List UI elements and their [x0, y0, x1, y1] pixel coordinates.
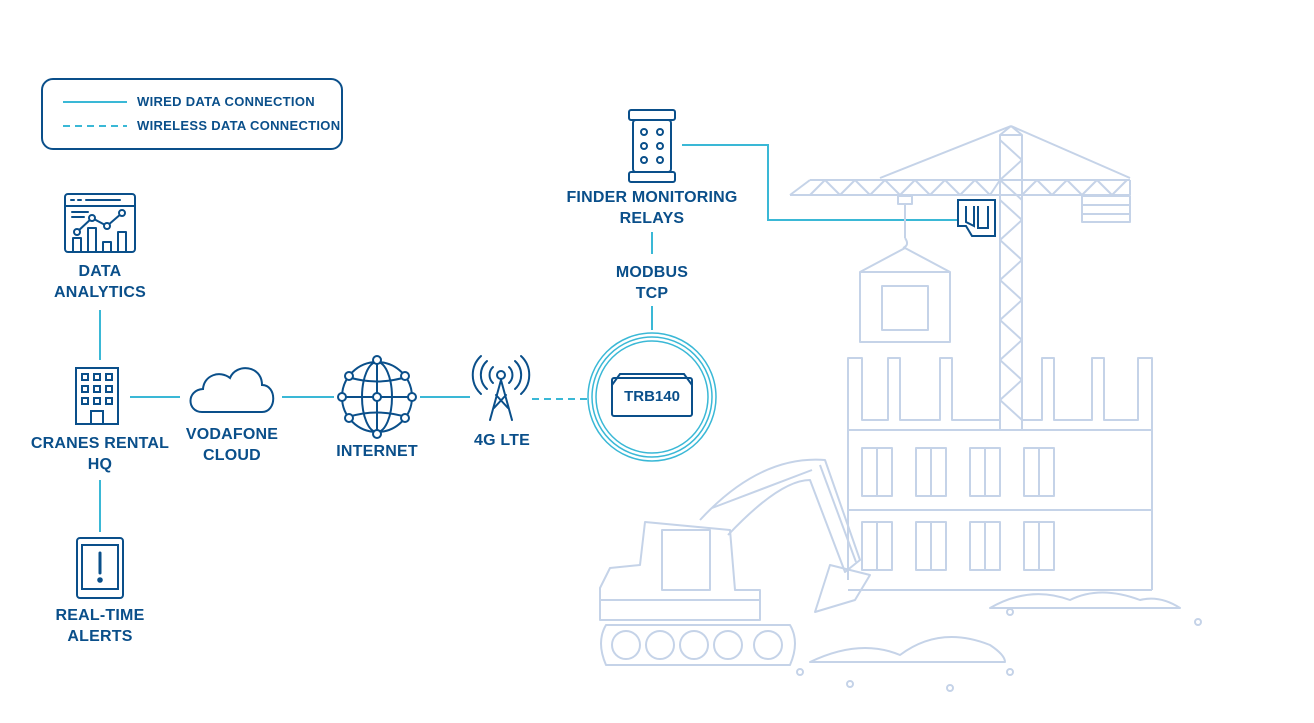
- internet-label-line1: INTERNET: [336, 443, 418, 460]
- cranes-hq-label-line1: CRANES RENTAL: [30, 435, 170, 452]
- alerts-label-line1: REAL-TIME: [55, 607, 145, 624]
- tablet-alert-icon: [76, 537, 124, 599]
- modbus-label: MODBUS TCP: [616, 262, 688, 304]
- construction-illustration: [599, 125, 1202, 692]
- cloud-label: VODAFONE CLOUD: [186, 424, 278, 466]
- antenna-tower-icon: [471, 355, 531, 421]
- router-badge: [587, 332, 717, 462]
- cloud-icon: [189, 367, 275, 413]
- building-frame: [847, 357, 1153, 591]
- data-analytics-label: DATA ANALYTICS: [54, 261, 146, 303]
- crane-tower: [999, 125, 1023, 430]
- modbus-label-line2: TCP: [635, 285, 669, 302]
- cloud-label-line2: CLOUD: [203, 447, 261, 464]
- crane-jib: [789, 125, 1131, 343]
- data-analytics-label-line2: ANALYTICS: [54, 284, 146, 301]
- relays-label: FINDER MONITORING RELAYS: [566, 187, 737, 229]
- data-analytics-icon: [64, 193, 136, 253]
- legend-wireless-label: WIRELESS DATA CONNECTION: [137, 118, 341, 133]
- alerts-label-line2: ALERTS: [67, 628, 133, 645]
- router-model-label: TRB140: [624, 388, 680, 405]
- lte-label: 4G LTE: [474, 430, 530, 451]
- wired-line-relays-crane: [682, 144, 958, 221]
- globe-icon: [337, 355, 417, 439]
- excavator: [599, 458, 871, 666]
- cranes-hq-label-line2: HQ: [87, 456, 113, 473]
- lte-label-line1: 4G LTE: [473, 432, 531, 449]
- building-icon: [75, 367, 119, 425]
- internet-label: INTERNET: [336, 441, 418, 462]
- relays-label-line2: RELAYS: [619, 210, 685, 227]
- legend: [41, 78, 343, 150]
- connections: [99, 144, 958, 532]
- crane-relay-device-icon: [957, 199, 996, 237]
- cloud-label-line1: VODAFONE: [185, 426, 279, 443]
- relays-label-line1: FINDER MONITORING: [566, 189, 738, 206]
- cranes-hq-label: CRANES RENTAL HQ: [31, 433, 169, 475]
- relay-icon: [628, 109, 676, 183]
- data-analytics-label-line1: DATA: [78, 263, 122, 280]
- modbus-label-line1: MODBUS: [615, 264, 689, 281]
- legend-wired-label: WIRED DATA CONNECTION: [137, 94, 315, 109]
- rubble: [796, 591, 1202, 692]
- alerts-label: REAL-TIME ALERTS: [56, 605, 145, 647]
